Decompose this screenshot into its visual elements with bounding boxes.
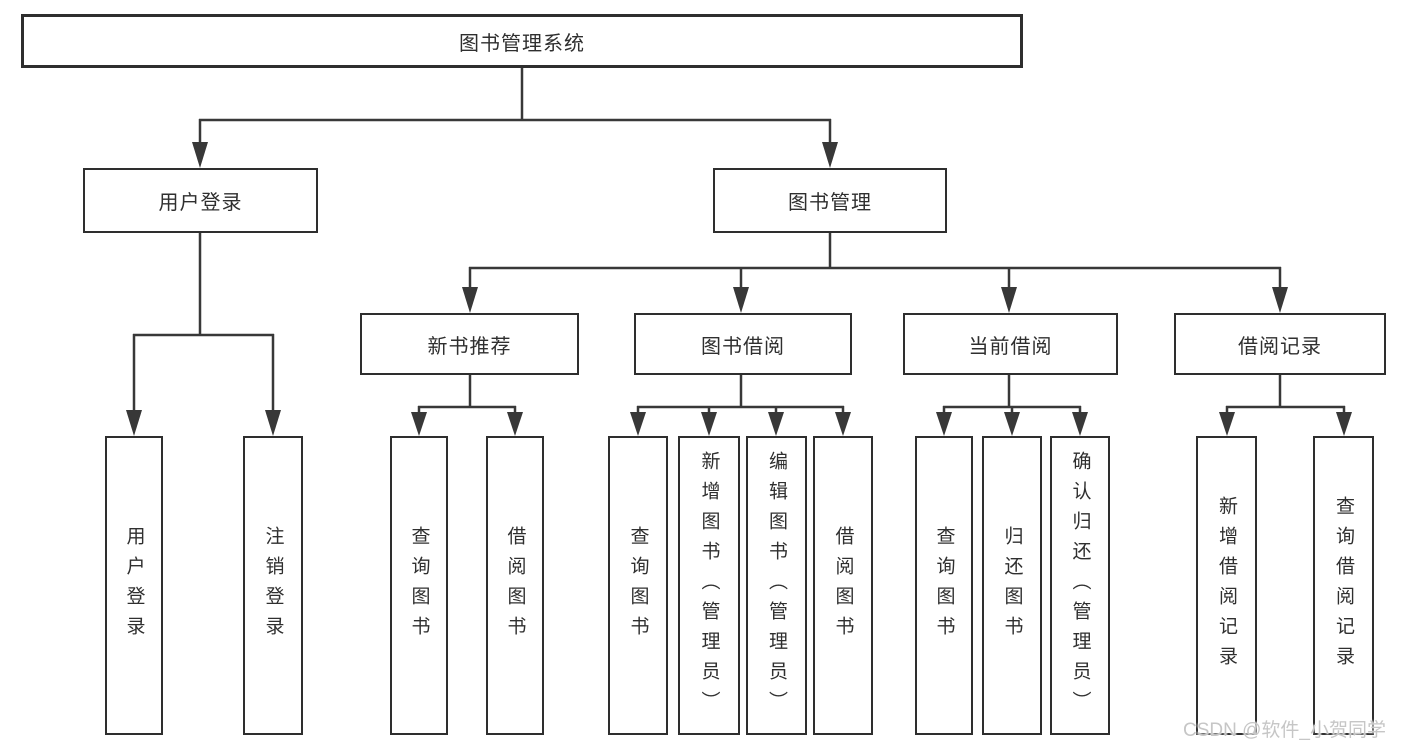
node-label: 新增借阅记录 bbox=[1216, 495, 1237, 676]
node-user-login: 用户登录 bbox=[83, 168, 318, 233]
node-label: 查询借阅记录 bbox=[1333, 495, 1354, 676]
leaf-return-books: 归还图书 bbox=[982, 436, 1042, 735]
leaf-logout: 注销登录 bbox=[243, 436, 303, 735]
node-borrow-records: 借阅记录 bbox=[1174, 313, 1386, 375]
node-label: 图书借阅 bbox=[701, 335, 785, 358]
leaf-query-books-borrow: 查询图书 bbox=[608, 436, 668, 735]
leaf-user-login: 用户登录 bbox=[105, 436, 163, 735]
node-label: 查询图书 bbox=[933, 525, 955, 646]
node-label: 图书管理系统 bbox=[459, 32, 585, 55]
node-label: 查询图书 bbox=[408, 525, 430, 646]
node-new-book-recommend: 新书推荐 bbox=[360, 313, 579, 375]
leaf-add-book-admin: 新增图书（管理员） bbox=[678, 436, 740, 735]
leaf-query-books-current: 查询图书 bbox=[915, 436, 973, 735]
csdn-watermark: CSDN @软件_小贺同学 bbox=[1183, 720, 1386, 741]
leaf-add-borrow-record: 新增借阅记录 bbox=[1196, 436, 1257, 735]
node-label: 借阅图书 bbox=[832, 525, 854, 646]
node-book-borrow: 图书借阅 bbox=[634, 313, 852, 375]
leaf-confirm-return-admin: 确认归还（管理员） bbox=[1050, 436, 1110, 735]
leaf-query-books-recommend: 查询图书 bbox=[390, 436, 448, 735]
node-label: 图书管理 bbox=[788, 192, 872, 214]
leaf-query-borrow-record: 查询借阅记录 bbox=[1313, 436, 1374, 735]
leaf-edit-book-admin: 编辑图书（管理员） bbox=[746, 436, 807, 735]
leaf-borrow-books-recommend: 借阅图书 bbox=[486, 436, 544, 735]
node-label: 新书推荐 bbox=[427, 335, 512, 358]
node-label: 编辑图书（管理员） bbox=[766, 450, 787, 721]
node-label: 新增图书（管理员） bbox=[698, 450, 720, 721]
node-label: 借阅记录 bbox=[1238, 335, 1322, 358]
node-label: 用户登录 bbox=[158, 192, 243, 214]
node-book-management: 图书管理 bbox=[713, 168, 947, 233]
node-label: 注销登录 bbox=[262, 525, 284, 646]
node-label: 当前借阅 bbox=[968, 335, 1053, 358]
node-current-borrow: 当前借阅 bbox=[903, 313, 1118, 375]
node-label: 借阅图书 bbox=[504, 525, 526, 646]
node-label: 归还图书 bbox=[1001, 525, 1023, 646]
node-label: 确认归还（管理员） bbox=[1069, 450, 1091, 721]
node-label: 用户登录 bbox=[123, 525, 145, 646]
node-library-management-system: 图书管理系统 bbox=[21, 14, 1023, 68]
node-label: 查询图书 bbox=[627, 525, 649, 646]
leaf-borrow-books: 借阅图书 bbox=[813, 436, 873, 735]
